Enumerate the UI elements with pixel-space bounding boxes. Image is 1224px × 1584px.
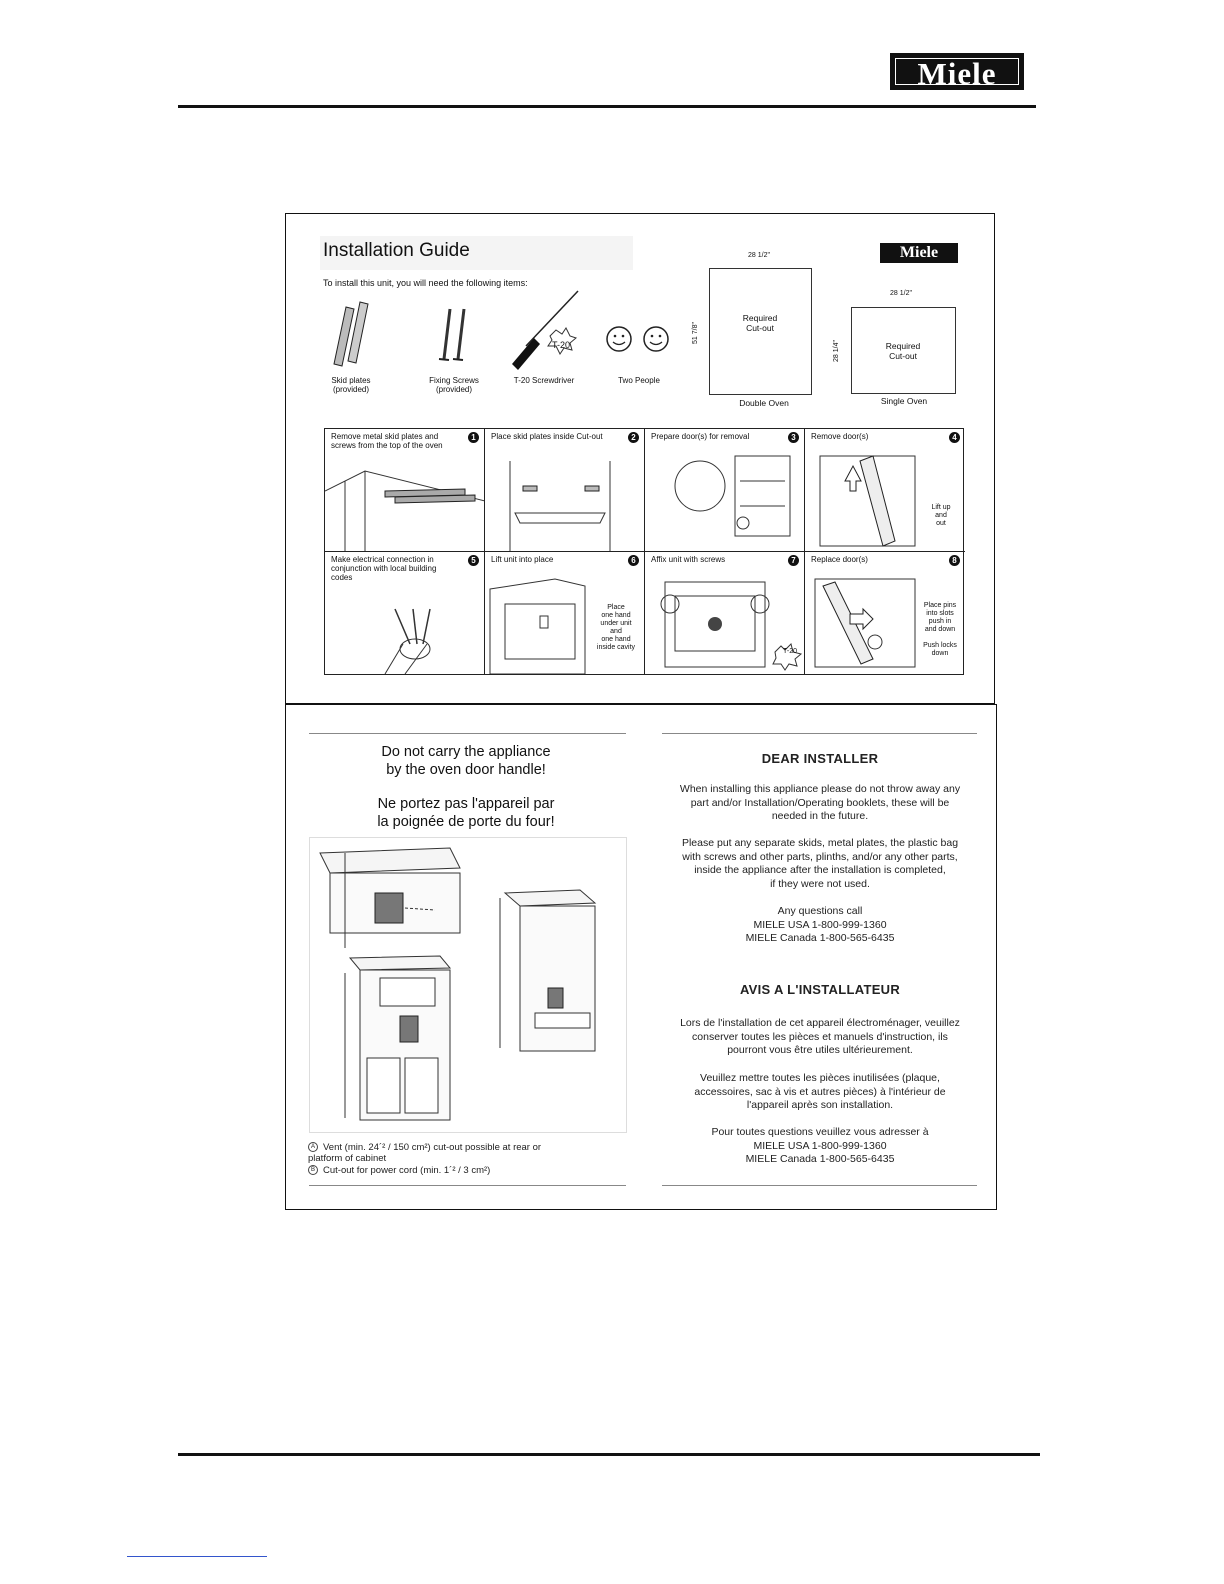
double-oven-cutout (709, 268, 812, 395)
dear-installer-p1: When installing this appliance please do… (679, 783, 961, 822)
single-oven-height: 28 1/4" (833, 340, 840, 362)
warning-fr: Ne portez pas l'appareil par la poignée … (377, 796, 555, 830)
step-note: Lift up and out (931, 504, 951, 527)
divider (662, 733, 977, 734)
legend-b-marker: B (308, 1165, 318, 1176)
step-5: Make electrical connection in conjunctio… (325, 552, 485, 675)
legend-a-text: Vent (min. 24´² / 150 cm²) cut-out possi… (308, 1142, 542, 1164)
step-illustration (384, 608, 431, 674)
dear-installer-p2: Please put any separate skids, metal pla… (681, 837, 959, 890)
step-4: Remove door(s) 4 Lift up and out (805, 429, 965, 552)
double-oven-cutout-text: Required Cut-out (742, 313, 778, 333)
step-6: Lift unit into place 6 Place one hand un… (485, 552, 645, 675)
step-illustration (674, 455, 791, 537)
step-illustration (819, 455, 916, 547)
legend-b-text: Cut-out for power cord (min. 1´² / 3 cm²… (323, 1165, 491, 1176)
single-oven-width: 28 1/2" (890, 290, 912, 297)
dear-installer-p3: Any questions call MIELE USA 1-800-999-1… (745, 905, 895, 944)
step-illustration (814, 578, 916, 668)
cabinet-diagram (309, 837, 627, 1133)
avis-p2: Veuillez mettre toutes les pièces inutil… (694, 1072, 946, 1111)
step-number: 5 (468, 555, 479, 566)
step-text: Prepare door(s) for removal (651, 432, 750, 441)
dear-installer-heading: DEAR INSTALLER (761, 751, 879, 766)
item-caption-skid-plates: Skid plates (provided) (331, 376, 371, 394)
double-oven-caption: Double Oven (739, 398, 789, 408)
single-oven-cutout-text: Required Cut-out (885, 341, 921, 361)
cabinet-drawing (319, 847, 597, 1121)
divider (309, 733, 626, 734)
footer-link-underline (127, 1556, 267, 1557)
step-number: 8 (949, 555, 960, 566)
step-number: 6 (628, 555, 639, 566)
title-band (320, 236, 633, 270)
bit-label: T-20 (552, 340, 571, 350)
step-note: T-20 (782, 648, 797, 655)
footer-rule (178, 1453, 1040, 1456)
step-text: Replace door(s) (811, 555, 868, 564)
avis-heading: AVIS A L'INSTALLATEUR (739, 982, 901, 997)
legend-a-marker: A (308, 1142, 318, 1153)
skid-plates-icon (333, 301, 369, 367)
step-2: Place skid plates inside Cut-out 2 (485, 429, 645, 552)
step-illustration (489, 578, 586, 674)
item-caption-fixing-screws: Fixing Screws (provided) (429, 376, 479, 394)
divider (309, 1185, 626, 1186)
step-number: 7 (788, 555, 799, 566)
step-8: Replace door(s) 8 Place pins into slots … (805, 552, 965, 675)
avis-p1: Lors de l'installation de cet appareil é… (680, 1017, 960, 1056)
step-text: Affix unit with screws (651, 555, 726, 564)
step-illustration (325, 470, 484, 551)
step-number: 4 (949, 432, 960, 443)
miele-logo-small: Miele (880, 243, 958, 263)
step-illustration (660, 581, 803, 671)
single-oven-caption: Single Oven (880, 396, 928, 406)
installation-guide-panel: Installation Guide To install this unit,… (285, 213, 995, 704)
screwdriver-icon (512, 290, 579, 370)
divider (662, 1185, 977, 1186)
step-text: Remove metal skid plates and screws from… (331, 432, 443, 450)
warning-en: Do not carry the appliance by the oven d… (381, 744, 551, 778)
step-text: Lift unit into place (491, 555, 554, 564)
step-number: 1 (468, 432, 479, 443)
step-text: Remove door(s) (811, 432, 869, 441)
two-people-icon (606, 326, 669, 352)
step-note: Place pins into slots push in and down P… (923, 602, 957, 657)
double-oven-width: 28 1/2" (748, 252, 770, 259)
double-oven-height: 51 7/8" (692, 322, 699, 344)
guide-subtitle: To install this unit, you will need the … (323, 278, 528, 288)
single-oven-cutout (851, 307, 956, 394)
miele-logo: Miele (890, 53, 1024, 91)
step-illustration (509, 461, 611, 551)
step-7: Affix unit with screws 7 T-20 (645, 552, 805, 675)
step-note: Place one hand under unit and one hand i… (596, 604, 636, 651)
lower-panel: Do not carry the appliance by the oven d… (285, 704, 997, 1210)
item-caption-two-people: Two People (618, 376, 660, 385)
step-1: Remove metal skid plates and screws from… (325, 429, 485, 552)
step-number: 2 (628, 432, 639, 443)
fixing-screws-icon (438, 308, 466, 361)
avis-p3: Pour toutes questions veuillez vous adre… (711, 1126, 929, 1165)
step-number: 3 (788, 432, 799, 443)
header-rule (178, 105, 1036, 108)
steps-grid: Remove metal skid plates and screws from… (324, 428, 965, 675)
item-caption-screwdriver: T-20 Screwdriver (513, 376, 575, 385)
step-text: Make electrical connection in conjunctio… (331, 555, 437, 582)
step-text: Place skid plates inside Cut-out (491, 432, 603, 441)
guide-title: Installation Guide (323, 240, 470, 261)
legend-b: B Cut-out for power cord (min. 1´² / 3 cm… (308, 1165, 628, 1176)
step-3: Prepare door(s) for removal 3 (645, 429, 805, 552)
